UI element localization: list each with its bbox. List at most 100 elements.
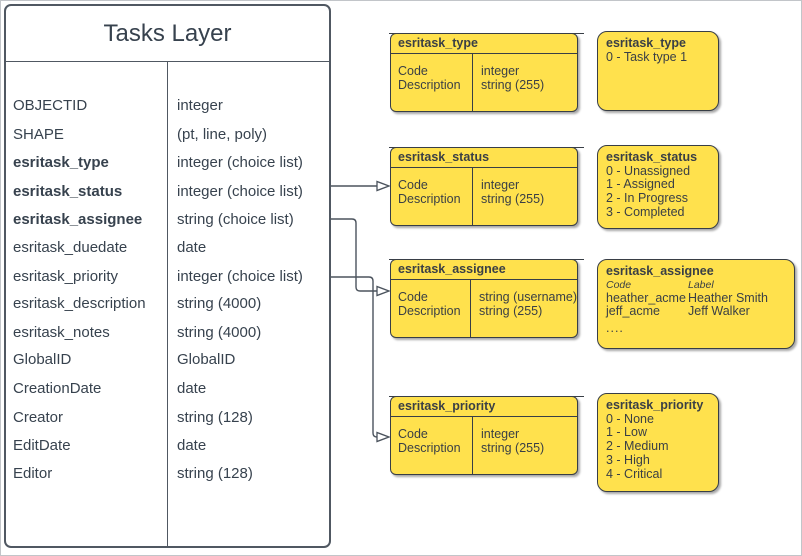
domain-value: 0 - Task type 1 bbox=[606, 49, 688, 64]
field-row: esritask_duedate date bbox=[6, 233, 329, 261]
field-label-column: Code Description bbox=[391, 280, 472, 337]
code-column-header: Code bbox=[606, 278, 632, 291]
assignee-label: Jeff Walker bbox=[688, 304, 750, 319]
field-type: string (username) bbox=[479, 290, 577, 304]
field-row: esritask_priority integer (choice list) bbox=[6, 262, 329, 290]
field-type: date bbox=[177, 238, 207, 256]
field-name: Editor bbox=[13, 464, 53, 482]
domain-value: 1 - Low bbox=[606, 425, 647, 440]
domain-value: 4 - Critical bbox=[606, 466, 663, 481]
domain-value: 0 - Unassigned bbox=[606, 163, 691, 178]
field-row: CreationDate date bbox=[6, 374, 329, 402]
field-row: EditDate date bbox=[6, 431, 329, 459]
field-type: integer (choice list) bbox=[177, 182, 303, 200]
field-row: SHAPE (pt, line, poly) bbox=[6, 120, 329, 148]
field-type: integer (choice list) bbox=[177, 153, 303, 171]
field-type: integer bbox=[481, 427, 520, 441]
field-type: string (choice list) bbox=[177, 210, 294, 228]
domain-list-esritask-type: esritask_type 0 - Task type 1 bbox=[597, 31, 719, 111]
table-top-line bbox=[389, 395, 584, 397]
field-row: GlobalID GlobalID bbox=[6, 345, 329, 373]
domain-value: 2 - Medium bbox=[606, 439, 669, 454]
field-type: string (255) bbox=[481, 78, 545, 92]
field-label: Code bbox=[398, 290, 428, 304]
field-type: string (4000) bbox=[177, 323, 262, 341]
domain-list-title: esritask_assignee bbox=[606, 264, 714, 278]
open-arrowhead-icon bbox=[376, 431, 391, 443]
domain-table-esritask-type: esritask_type Code Description integer s… bbox=[389, 32, 584, 112]
field-type: string (255) bbox=[481, 441, 545, 455]
field-row: OBJECTID integer bbox=[6, 91, 329, 119]
domain-list-title: esritask_type bbox=[606, 36, 686, 50]
field-label-column: Code Description bbox=[391, 417, 473, 474]
field-type: integer bbox=[481, 64, 520, 78]
field-name: CreationDate bbox=[13, 379, 102, 397]
field-name: esritask_description bbox=[13, 294, 146, 312]
domain-value: 3 - High bbox=[606, 452, 650, 467]
assignee-label: Heather Smith bbox=[688, 290, 768, 305]
field-name: OBJECTID bbox=[13, 96, 88, 114]
field-label-column: Code Description bbox=[391, 54, 473, 111]
domain-table-esritask-priority: esritask_priority Code Description integ… bbox=[389, 395, 584, 475]
field-name: esritask_assignee bbox=[13, 210, 143, 228]
table-top-line bbox=[389, 32, 584, 34]
field-label: Code bbox=[398, 178, 428, 192]
field-label: Description bbox=[398, 78, 461, 92]
field-type: integer bbox=[481, 178, 520, 192]
connector-esritask-assignee bbox=[331, 218, 391, 297]
domain-table-esritask-status: esritask_status Code Description integer… bbox=[389, 146, 584, 226]
field-type: string (255) bbox=[479, 304, 543, 318]
field-type: integer (choice list) bbox=[177, 267, 303, 285]
open-arrowhead-icon bbox=[376, 180, 391, 192]
field-row: esritask_status integer (choice list) bbox=[6, 177, 329, 205]
domain-list-title: esritask_status bbox=[606, 150, 698, 164]
domain-table-esritask-assignee: esritask_assignee Code Description strin… bbox=[389, 258, 584, 338]
domain-list-esritask-priority: esritask_priority 0 - None 1 - Low 2 - M… bbox=[597, 393, 719, 492]
field-row: Editor string (128) bbox=[6, 459, 329, 487]
connector-esritask-status bbox=[331, 180, 391, 192]
field-row: esritask_description string (4000) bbox=[6, 289, 329, 317]
field-row: esritask_notes string (4000) bbox=[6, 318, 329, 346]
field-type: GlobalID bbox=[177, 350, 236, 368]
field-name: esritask_duedate bbox=[13, 238, 128, 256]
domain-list-title: esritask_priority bbox=[606, 398, 704, 412]
label-column-header: Label bbox=[688, 278, 714, 291]
field-label: Description bbox=[398, 441, 461, 455]
domain-value: 1 - Assigned bbox=[606, 177, 675, 192]
domain-table-title: esritask_status bbox=[391, 148, 577, 168]
domain-table-title: esritask_priority bbox=[391, 397, 577, 417]
table-top-line bbox=[389, 146, 584, 148]
column-divider bbox=[167, 62, 168, 546]
field-type: (pt, line, poly) bbox=[177, 125, 268, 143]
field-row: Creator string (128) bbox=[6, 403, 329, 431]
field-type-column: integer string (255) bbox=[473, 54, 577, 111]
domain-table-title: esritask_type bbox=[391, 34, 577, 54]
domain-table-title: esritask_assignee bbox=[391, 260, 577, 280]
tasks-layer-table: Tasks Layer OBJECTID integer SHAPE (pt, … bbox=[4, 4, 331, 548]
field-label: Code bbox=[398, 64, 428, 78]
field-type: string (255) bbox=[481, 192, 545, 206]
field-name: esritask_priority bbox=[13, 267, 119, 285]
field-name: esritask_type bbox=[13, 153, 109, 171]
field-row: esritask_type integer (choice list) bbox=[6, 148, 329, 176]
assignee-code: heather_acme bbox=[606, 290, 686, 305]
domain-value: 2 - In Progress bbox=[606, 191, 688, 206]
field-label: Code bbox=[398, 427, 428, 441]
field-name: EditDate bbox=[13, 436, 71, 454]
field-type: string (4000) bbox=[177, 294, 262, 312]
field-name: SHAPE bbox=[13, 125, 64, 143]
field-type-column: integer string (255) bbox=[473, 417, 577, 474]
field-type: string (128) bbox=[177, 408, 253, 426]
domain-value: 0 - None bbox=[606, 411, 654, 426]
domain-list-esritask-assignee: esritask_assignee Code Label heather_acm… bbox=[597, 259, 795, 349]
more-entries-ellipsis: .... bbox=[606, 321, 624, 336]
domain-value: 3 - Completed bbox=[606, 204, 685, 219]
open-arrowhead-icon bbox=[376, 285, 391, 297]
field-name: esritask_status bbox=[13, 182, 123, 200]
field-label: Description bbox=[398, 304, 461, 318]
field-name: GlobalID bbox=[13, 350, 72, 368]
field-label-column: Code Description bbox=[391, 168, 473, 225]
table-top-line bbox=[389, 258, 584, 260]
field-label: Description bbox=[398, 192, 461, 206]
